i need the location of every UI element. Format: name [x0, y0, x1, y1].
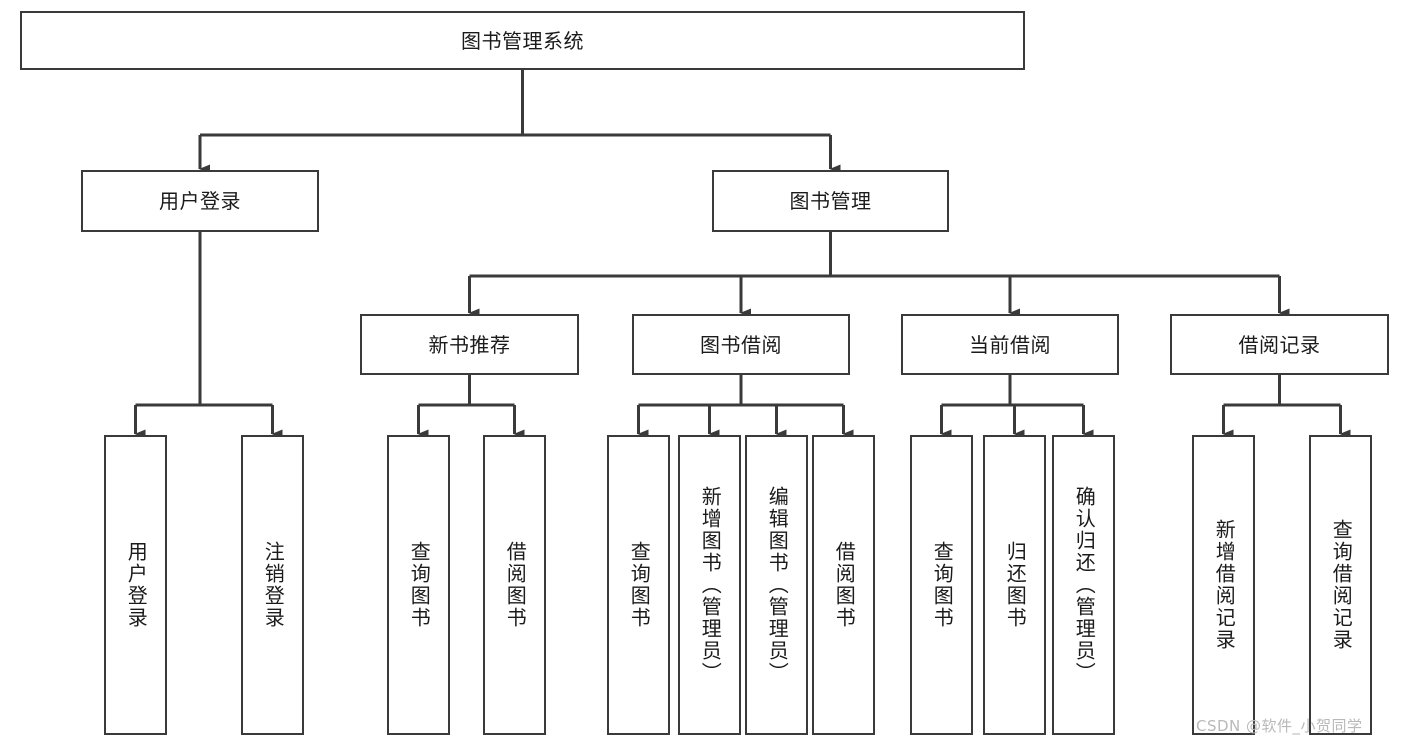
- node-current-borrow[interactable]: 当前借阅: [901, 314, 1119, 375]
- node-label-leaf-query-book-1: 查询图书: [407, 541, 432, 629]
- node-book-manage[interactable]: 图书管理: [712, 170, 949, 232]
- node-label-root: 图书管理系统: [461, 28, 584, 53]
- node-user-login[interactable]: 用户登录: [81, 170, 319, 232]
- node-label-leaf-add-book: 新增图书（管理员）: [698, 486, 723, 684]
- node-leaf-user-login[interactable]: 用户登录: [104, 435, 167, 735]
- node-label-leaf-borrow-book-2: 借阅图书: [832, 541, 857, 629]
- node-leaf-logout[interactable]: 注销登录: [241, 435, 304, 735]
- node-leaf-edit-book[interactable]: 编辑图书（管理员）: [745, 435, 808, 735]
- node-leaf-borrow-book-1[interactable]: 借阅图书: [483, 435, 546, 735]
- node-label-user-login: 用户登录: [159, 189, 241, 213]
- node-label-leaf-confirm-return: 确认归还（管理员）: [1072, 486, 1097, 684]
- node-book-borrow[interactable]: 图书借阅: [632, 314, 850, 375]
- node-root[interactable]: 图书管理系统: [20, 11, 1025, 70]
- node-label-leaf-borrow-book-1: 借阅图书: [503, 541, 528, 629]
- node-label-book-borrow: 图书借阅: [700, 332, 782, 357]
- node-label-leaf-edit-book: 编辑图书（管理员）: [765, 486, 790, 684]
- node-leaf-add-book[interactable]: 新增图书（管理员）: [678, 435, 741, 735]
- csdn-watermark: CSDN @软件_小贺同学: [1196, 717, 1363, 735]
- node-leaf-add-record[interactable]: 新增借阅记录: [1192, 435, 1255, 735]
- node-leaf-confirm-return[interactable]: 确认归还（管理员）: [1052, 435, 1115, 735]
- node-label-new-book-rec: 新书推荐: [428, 332, 511, 357]
- node-label-leaf-add-record: 新增借阅记录: [1212, 519, 1237, 651]
- node-label-leaf-return-book: 归还图书: [1003, 541, 1028, 629]
- node-leaf-query-book-1[interactable]: 查询图书: [387, 435, 450, 735]
- node-label-current-borrow: 当前借阅: [969, 332, 1051, 357]
- node-leaf-query-book-3[interactable]: 查询图书: [910, 435, 973, 735]
- node-leaf-borrow-book-2[interactable]: 借阅图书: [812, 435, 875, 735]
- node-leaf-query-record[interactable]: 查询借阅记录: [1309, 435, 1372, 735]
- node-label-leaf-user-login: 用户登录: [124, 541, 149, 629]
- node-label-book-manage: 图书管理: [789, 189, 872, 213]
- node-label-leaf-query-book-2: 查询图书: [627, 541, 652, 629]
- node-label-leaf-query-book-3: 查询图书: [930, 541, 955, 629]
- node-label-leaf-query-record: 查询借阅记录: [1329, 519, 1354, 651]
- node-borrow-record[interactable]: 借阅记录: [1170, 314, 1389, 375]
- node-leaf-return-book[interactable]: 归还图书: [983, 435, 1046, 735]
- node-leaf-query-book-2[interactable]: 查询图书: [607, 435, 670, 735]
- node-label-borrow-record: 借阅记录: [1238, 332, 1321, 357]
- node-label-leaf-logout: 注销登录: [261, 541, 286, 629]
- node-new-book-rec[interactable]: 新书推荐: [360, 314, 579, 375]
